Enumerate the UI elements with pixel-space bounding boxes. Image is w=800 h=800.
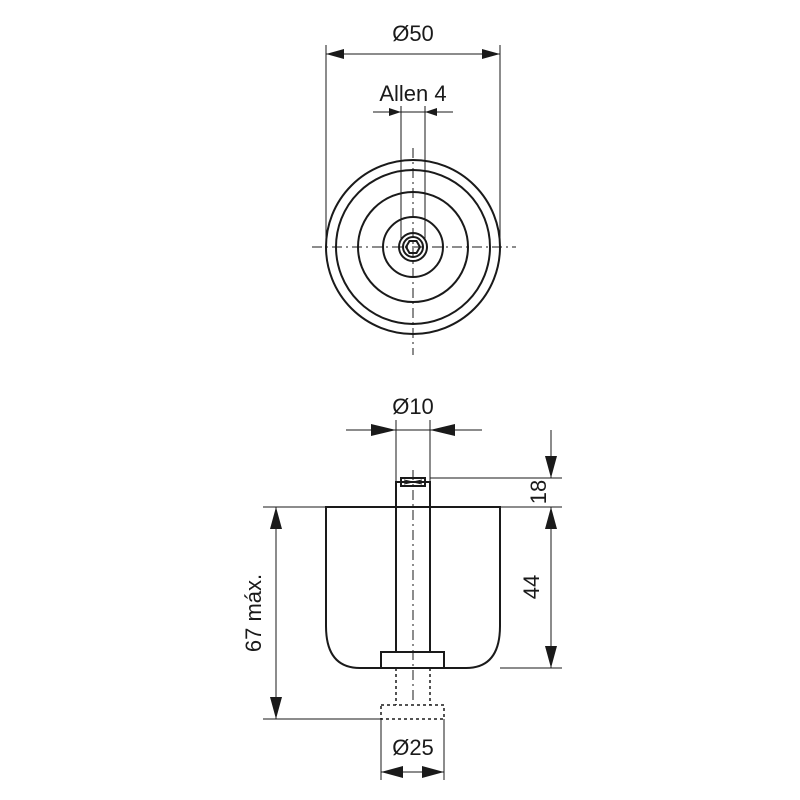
dim-max-height-label: 67 máx.	[241, 574, 266, 652]
side-view: Ø10 18 44 67 máx.	[241, 394, 562, 780]
side-view-body	[325, 506, 501, 669]
dim-body-height-label: 44	[519, 575, 544, 599]
dim-thread-length: 18	[430, 430, 562, 508]
top-view: Ø50 Allen 4	[312, 21, 516, 355]
dim-outer-diameter-label: Ø50	[392, 21, 434, 46]
hidden-extension	[380, 668, 445, 720]
dim-allen-key: Allen 4	[373, 81, 453, 240]
dim-stem-diameter: Ø10	[346, 394, 482, 482]
dim-stem-diameter-label: Ø10	[392, 394, 434, 419]
dim-thread-length-label: 18	[526, 480, 551, 504]
dim-base-diameter: Ø25	[380, 719, 445, 780]
dim-allen-key-label: Allen 4	[379, 81, 446, 106]
dim-max-height: 67 máx.	[241, 506, 381, 720]
dim-outer-diameter: Ø50	[325, 21, 501, 247]
dim-body-height: 44	[500, 507, 562, 669]
dim-base-diameter-label: Ø25	[392, 735, 434, 760]
